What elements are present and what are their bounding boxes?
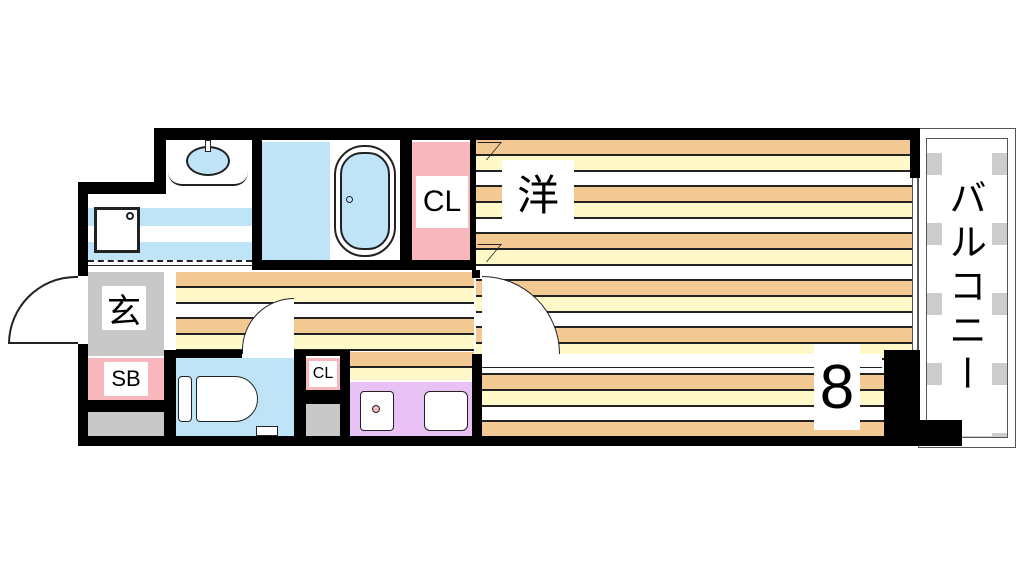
closet-small-storage xyxy=(306,404,340,436)
wall-toilet-top-left xyxy=(164,350,242,358)
wall-closet-room xyxy=(470,140,476,270)
room-lower-white-band xyxy=(482,354,882,368)
kitchen-sink-icon xyxy=(424,391,468,431)
wall-right-top xyxy=(910,128,920,178)
wall-sb-toilet xyxy=(164,350,176,446)
wall-bath-closet xyxy=(400,140,412,270)
drain-icon xyxy=(126,212,134,220)
closet-main-label: CL xyxy=(416,176,468,228)
wall-toilet-right xyxy=(294,350,306,446)
wall-left-upper xyxy=(78,182,88,276)
balcony-sliding-window[interactable] xyxy=(912,176,918,352)
bathroom-floor xyxy=(262,142,332,260)
western-room-label: 洋 xyxy=(502,160,574,224)
wall-top xyxy=(154,128,920,140)
shoe-box-label: SB xyxy=(104,362,148,396)
wall-closet-small-right xyxy=(340,350,350,446)
room-size-label: 8 xyxy=(814,344,860,430)
closet-small-label: CL xyxy=(309,361,337,387)
washroom-threshold xyxy=(88,260,252,266)
wall-left-lower xyxy=(78,344,88,446)
toilet-tank-icon xyxy=(178,376,192,422)
wall-bottom xyxy=(78,436,918,446)
entrance-label: 玄 xyxy=(102,286,146,332)
toilet-paper-holder-icon xyxy=(256,426,278,436)
wall-wet-area-bottom xyxy=(252,260,476,270)
faucet-icon xyxy=(205,140,211,152)
wall-closet-small-mid xyxy=(306,390,340,404)
burner-icon xyxy=(372,405,380,413)
toilet-bowl-icon xyxy=(196,376,258,422)
balcony-label: バルコニー xyxy=(942,178,987,398)
wall-closet-small-top xyxy=(306,350,350,356)
bathtub-drain-icon xyxy=(346,196,353,203)
balcony-inner-fill xyxy=(942,140,992,436)
wall-entrance-sb xyxy=(88,400,164,412)
wall-right-column-step xyxy=(918,420,962,446)
wall-step-vertical xyxy=(154,128,166,192)
wall-wash-bath xyxy=(252,140,262,270)
wall-step-horizontal xyxy=(78,182,166,194)
entry-door-leaf xyxy=(8,342,78,344)
wall-kitchen-room xyxy=(472,354,482,446)
hallway-floor xyxy=(176,272,474,352)
entry-door-swing[interactable] xyxy=(8,276,78,344)
storage-gray-bottom xyxy=(88,412,164,436)
kitchen-floor-strip xyxy=(350,352,474,380)
wall-door-jamb xyxy=(472,270,480,278)
wall-right-column xyxy=(884,350,920,446)
vanity-counter-edge xyxy=(168,172,248,186)
